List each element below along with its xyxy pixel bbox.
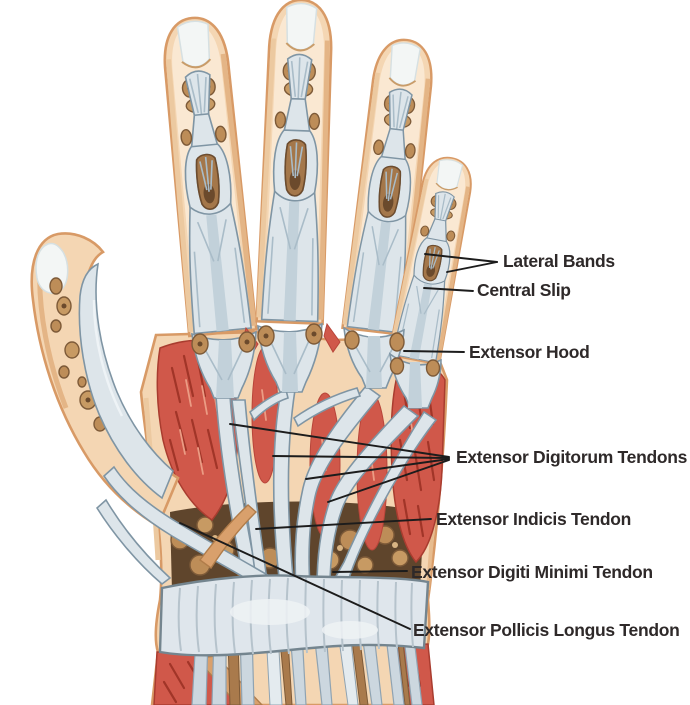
leader-lines-layer bbox=[179, 253, 498, 630]
leader-line-extensor-digitorum-tendons bbox=[305, 458, 450, 480]
leader-line-extensor-pollicis-longus-tendon bbox=[179, 522, 411, 630]
thumb-extensor-tendon bbox=[78, 262, 174, 500]
middle-finger bbox=[257, 0, 335, 324]
leader-line-central-slip bbox=[423, 287, 474, 292]
index-finger bbox=[159, 15, 257, 336]
fingers bbox=[159, 0, 480, 367]
leader-line-lateral-bands bbox=[446, 261, 498, 273]
extensor-retinaculum bbox=[158, 574, 430, 657]
abductor-pollicis-longus-tendon bbox=[95, 498, 172, 586]
label-extensor-digiti-minimi-tendon: Extensor Digiti Minimi Tendon bbox=[411, 562, 653, 582]
leader-line-lateral-bands bbox=[424, 253, 498, 263]
leader-line-extensor-digiti-minimi-tendon bbox=[332, 570, 408, 573]
label-lateral-bands: Lateral Bands bbox=[503, 251, 615, 271]
label-central-slip: Central Slip bbox=[477, 280, 571, 300]
label-extensor-hood: Extensor Hood bbox=[469, 342, 590, 362]
label-extensor-pollicis-longus-tendon: Extensor Pollicis Longus Tendon bbox=[413, 620, 680, 640]
thumb bbox=[30, 232, 180, 528]
leader-line-extensor-hood bbox=[403, 350, 465, 353]
label-extensor-indicis-tendon: Extensor Indicis Tendon bbox=[436, 509, 631, 529]
extensor-hoods bbox=[191, 322, 442, 409]
leader-line-extensor-indicis-tendon bbox=[255, 518, 432, 530]
leader-line-extensor-digitorum-tendons bbox=[229, 423, 450, 458]
leader-line-extensor-digitorum-tendons bbox=[272, 455, 450, 459]
leader-line-extensor-digitorum-tendons bbox=[327, 459, 450, 503]
label-extensor-digitorum-tendons: Extensor Digitorum Tendons bbox=[456, 447, 688, 467]
